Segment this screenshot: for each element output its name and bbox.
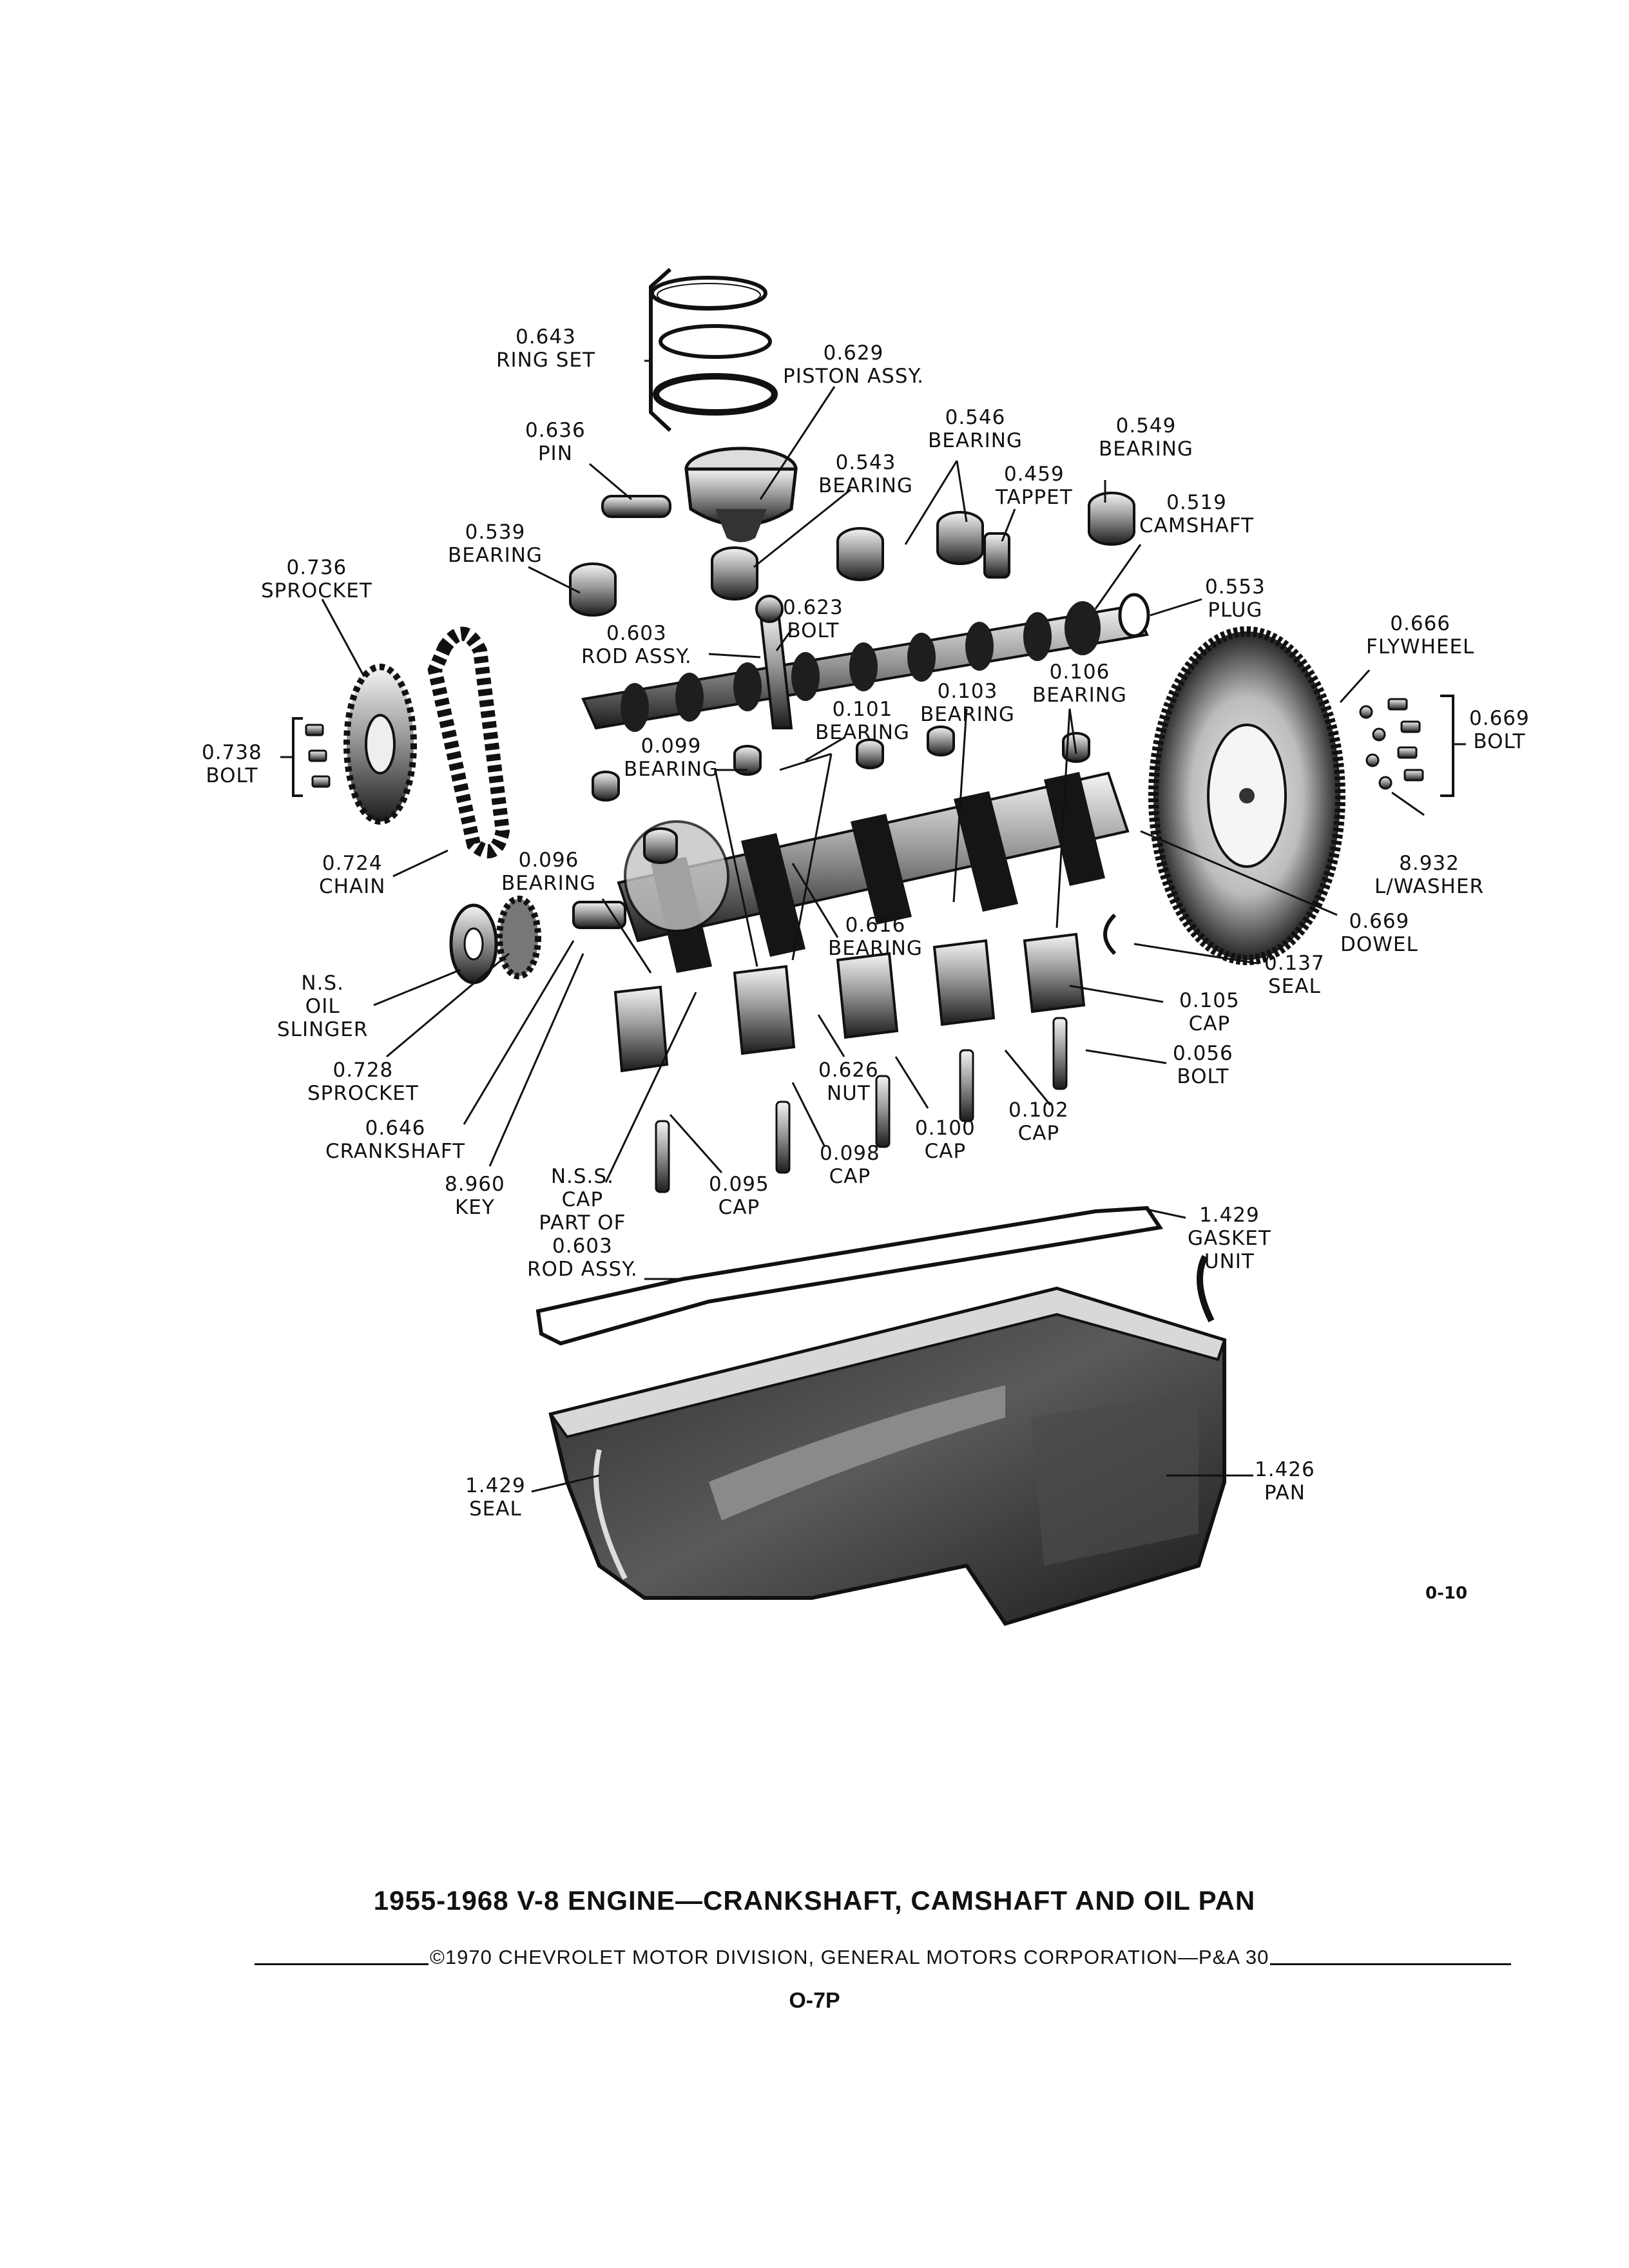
crank-sprocket-part bbox=[496, 896, 541, 979]
tappet-part bbox=[983, 532, 1010, 579]
sprocket-bolts bbox=[305, 724, 331, 788]
cam-bearings bbox=[569, 492, 1135, 617]
crankshaft-part bbox=[572, 771, 1130, 973]
rear-seal-part bbox=[1103, 913, 1117, 956]
copyright-line: ©1970 CHEVROLET MOTOR DIVISION, GENERAL … bbox=[255, 1946, 1511, 1969]
connecting-rod-part bbox=[755, 595, 793, 729]
timing-chain-part bbox=[427, 626, 510, 859]
main-caps bbox=[613, 932, 1086, 1073]
leader-lines bbox=[280, 360, 1466, 1493]
camshaft-part bbox=[581, 601, 1149, 732]
figure-id: 0-10 bbox=[1425, 1584, 1468, 1603]
flywheel-bolts bbox=[1359, 698, 1424, 790]
rule-right bbox=[1270, 1963, 1511, 1965]
page-number: O-7P bbox=[789, 1988, 840, 2013]
copyright-text: ©1970 CHEVROLET MOTOR DIVISION, GENERAL … bbox=[430, 1946, 1269, 1968]
oil-pan-part bbox=[548, 1286, 1226, 1626]
rule-left bbox=[255, 1963, 429, 1965]
cam-sprocket-part bbox=[343, 664, 417, 825]
flywheel-part bbox=[1148, 626, 1345, 965]
page-title: 1955-1968 V-8 ENGINE—CRANKSHAFT, CAMSHAF… bbox=[373, 1885, 1256, 1916]
gasket-part bbox=[535, 1206, 1215, 1346]
pin-part bbox=[601, 495, 671, 518]
ring-set-part bbox=[649, 267, 778, 432]
plug-part bbox=[1118, 593, 1150, 638]
cap-bolts bbox=[655, 1017, 1068, 1193]
piston-part bbox=[684, 447, 798, 543]
